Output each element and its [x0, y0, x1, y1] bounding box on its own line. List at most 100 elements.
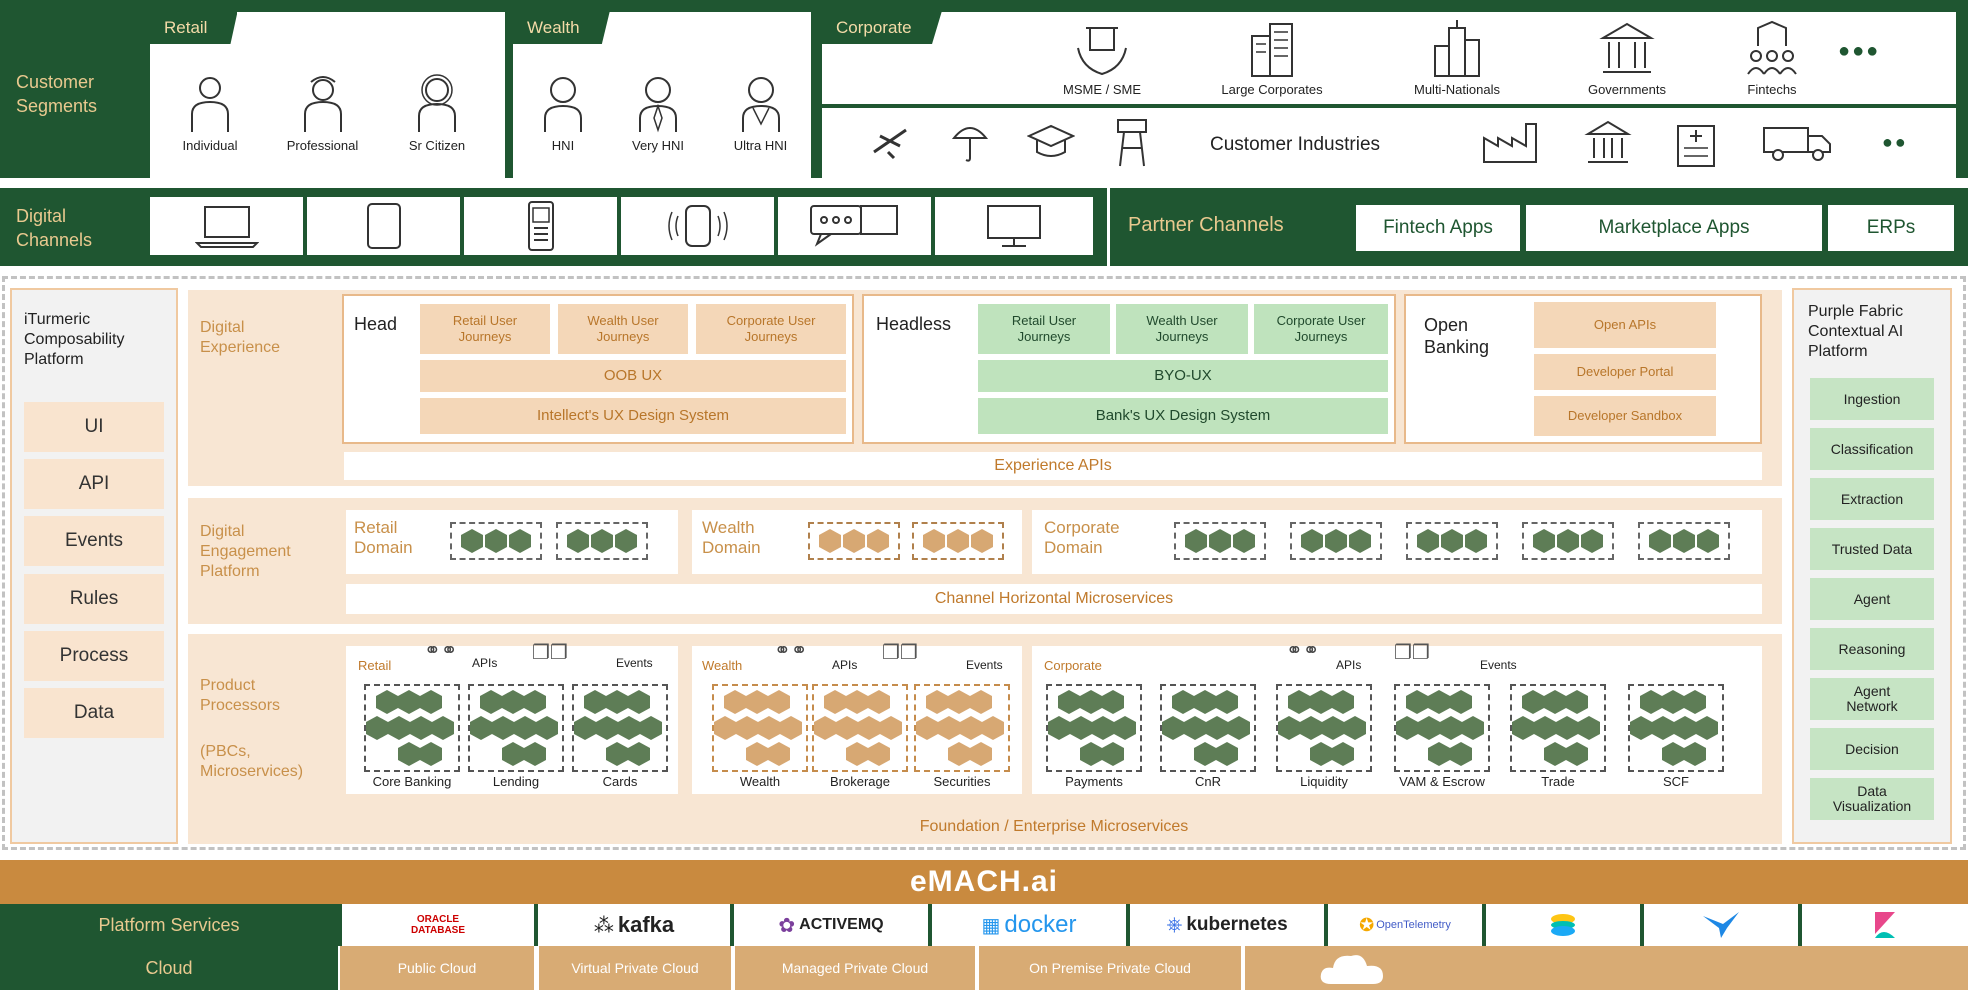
wealth-segment-box: Wealth HNI Very HNI Ultra HNI — [513, 12, 811, 178]
bank-ux-design-system[interactable]: Bank's UX Design System — [978, 398, 1388, 434]
processor-box[interactable] — [1394, 684, 1490, 772]
left-item-data[interactable]: Data — [24, 688, 164, 738]
governments-segment[interactable]: Governments — [1562, 18, 1692, 97]
kafka-logo[interactable]: ⁂ kafka — [538, 904, 730, 946]
kibana-logo[interactable] — [1802, 904, 1968, 946]
ai-item-ingestion[interactable]: Ingestion — [1810, 378, 1934, 420]
corporate-service-group[interactable] — [1406, 522, 1498, 560]
erps-button[interactable]: ERPs — [1828, 205, 1954, 251]
wealth-service-group[interactable] — [808, 522, 900, 560]
oob-ux[interactable]: OOB UX — [420, 360, 846, 392]
tablet-channel[interactable] — [307, 197, 460, 255]
left-item-events[interactable]: Events — [24, 516, 164, 566]
left-item-process[interactable]: Process — [24, 631, 164, 681]
processor-box[interactable] — [364, 684, 460, 772]
msme-segment[interactable]: MSME / SME — [1052, 18, 1152, 97]
channel-horizontal-band[interactable]: Channel Horizontal Microservices — [346, 584, 1762, 614]
hexagon-icon — [574, 716, 596, 740]
processor-box[interactable] — [1510, 684, 1606, 772]
left-item-ui[interactable]: UI — [24, 402, 164, 452]
desktop-channel[interactable] — [935, 197, 1093, 255]
chat-channel[interactable] — [778, 197, 931, 255]
processor-box[interactable] — [1046, 684, 1142, 772]
experience-apis-band[interactable]: Experience APIs — [344, 452, 1762, 480]
hexagon-icon — [524, 690, 546, 714]
head-corporate-journeys[interactable]: Corporate User Journeys — [696, 304, 846, 354]
ultra-hni-segment[interactable]: Ultra HNI — [718, 74, 803, 153]
docker-logo[interactable]: ▦ docker — [932, 904, 1126, 946]
ai-item-trusted-data[interactable]: Trusted Data — [1810, 528, 1934, 570]
large-corporates-segment[interactable]: Large Corporates — [1207, 18, 1337, 97]
processor-box[interactable] — [468, 684, 564, 772]
retail-service-group[interactable] — [450, 522, 542, 560]
hexagon-icon — [1216, 690, 1238, 714]
very-hni-segment[interactable]: Very HNI — [618, 74, 698, 153]
processor-label: CnR — [1194, 774, 1221, 789]
open-apis[interactable]: Open APIs — [1534, 302, 1716, 348]
processor-box[interactable] — [712, 684, 808, 772]
multinationals-segment[interactable]: Multi-Nationals — [1392, 18, 1522, 97]
individual-segment[interactable]: Individual — [170, 74, 250, 153]
corporate-service-group[interactable] — [1522, 522, 1614, 560]
head-retail-journeys[interactable]: Retail User Journeys — [420, 304, 550, 354]
hexagon-icon — [1522, 690, 1544, 714]
hexagon-icon — [1512, 716, 1534, 740]
headless-corporate-journeys[interactable]: Corporate User Journeys — [1254, 304, 1388, 354]
corporate-service-group[interactable] — [1174, 522, 1266, 560]
more-industries-icon[interactable]: ●● — [1882, 132, 1908, 152]
headless-retail-journeys[interactable]: Retail User Journeys — [978, 304, 1110, 354]
sr-citizen-segment[interactable]: Sr Citizen — [392, 74, 482, 153]
processor-box[interactable] — [572, 684, 668, 772]
hni-segment[interactable]: HNI — [523, 74, 603, 153]
oracle-database-logo[interactable]: ORACLE DATABASE — [342, 904, 534, 946]
hexagon-icon — [514, 716, 536, 740]
head-wealth-journeys[interactable]: Wealth User Journeys — [558, 304, 688, 354]
ai-item-extraction[interactable]: Extraction — [1810, 478, 1934, 520]
on-premise-private-cloud[interactable]: On Premise Private Cloud — [977, 946, 1241, 990]
corporate-service-group[interactable] — [1638, 522, 1730, 560]
corporate-service-group[interactable] — [1290, 522, 1382, 560]
ai-item-classification[interactable]: Classification — [1810, 428, 1934, 470]
public-cloud[interactable]: Public Cloud — [340, 946, 534, 990]
opentelemetry-logo[interactable]: ✪ OpenTelemetry — [1328, 904, 1482, 946]
marketplace-apps-button[interactable]: Marketplace Apps — [1526, 205, 1822, 251]
intellect-ux-design-system[interactable]: Intellect's UX Design System — [420, 398, 846, 434]
wealth-service-group[interactable] — [912, 522, 1004, 560]
headless-wealth-journeys[interactable]: Wealth User Journeys — [1116, 304, 1248, 354]
phone-channel[interactable] — [464, 197, 617, 255]
cloud-icon-cell — [1243, 946, 1968, 990]
processor-box[interactable] — [914, 684, 1010, 772]
hexagon-icon — [1674, 716, 1696, 740]
processor-label: Trade — [1541, 774, 1575, 789]
ai-item-reasoning[interactable]: Reasoning — [1810, 628, 1934, 670]
processor-box[interactable] — [1160, 684, 1256, 772]
professional-segment[interactable]: Professional — [275, 74, 370, 153]
fintechs-segment[interactable]: Fintechs — [1722, 18, 1822, 97]
activemq-logo[interactable]: ✿ ACTIVEMQ — [734, 904, 928, 946]
managed-private-cloud[interactable]: Managed Private Cloud — [733, 946, 975, 990]
hexagon-icon — [606, 690, 628, 714]
retail-service-group[interactable] — [556, 522, 648, 560]
ai-item-agent-network[interactable]: Agent Network — [1810, 678, 1934, 720]
bird-logo[interactable] — [1644, 904, 1798, 946]
processor-box[interactable] — [812, 684, 908, 772]
virtual-private-cloud[interactable]: Virtual Private Cloud — [537, 946, 731, 990]
left-item-api[interactable]: API — [24, 459, 164, 509]
ai-item-agent[interactable]: Agent — [1810, 578, 1934, 620]
ai-item-data-visualization[interactable]: Data Visualization — [1810, 778, 1934, 820]
developer-portal[interactable]: Developer Portal — [1534, 354, 1716, 390]
kubernetes-logo[interactable]: ⎈ kubernetes — [1130, 904, 1324, 946]
left-item-rules[interactable]: Rules — [24, 574, 164, 624]
elastic-logo[interactable] — [1486, 904, 1640, 946]
fintech-apps-button[interactable]: Fintech Apps — [1356, 205, 1520, 251]
ai-item-decision[interactable]: Decision — [1810, 728, 1934, 770]
hexagon-icon — [1278, 716, 1300, 740]
segment-label: Individual — [182, 138, 238, 153]
processor-box[interactable] — [1276, 684, 1372, 772]
developer-sandbox[interactable]: Developer Sandbox — [1534, 396, 1716, 436]
byo-ux[interactable]: BYO-UX — [978, 360, 1388, 392]
smartwatch-channel[interactable] — [621, 197, 774, 255]
more-corporate-icon[interactable]: ●●● — [1838, 40, 1881, 62]
laptop-channel[interactable] — [150, 197, 303, 255]
processor-box[interactable] — [1628, 684, 1724, 772]
